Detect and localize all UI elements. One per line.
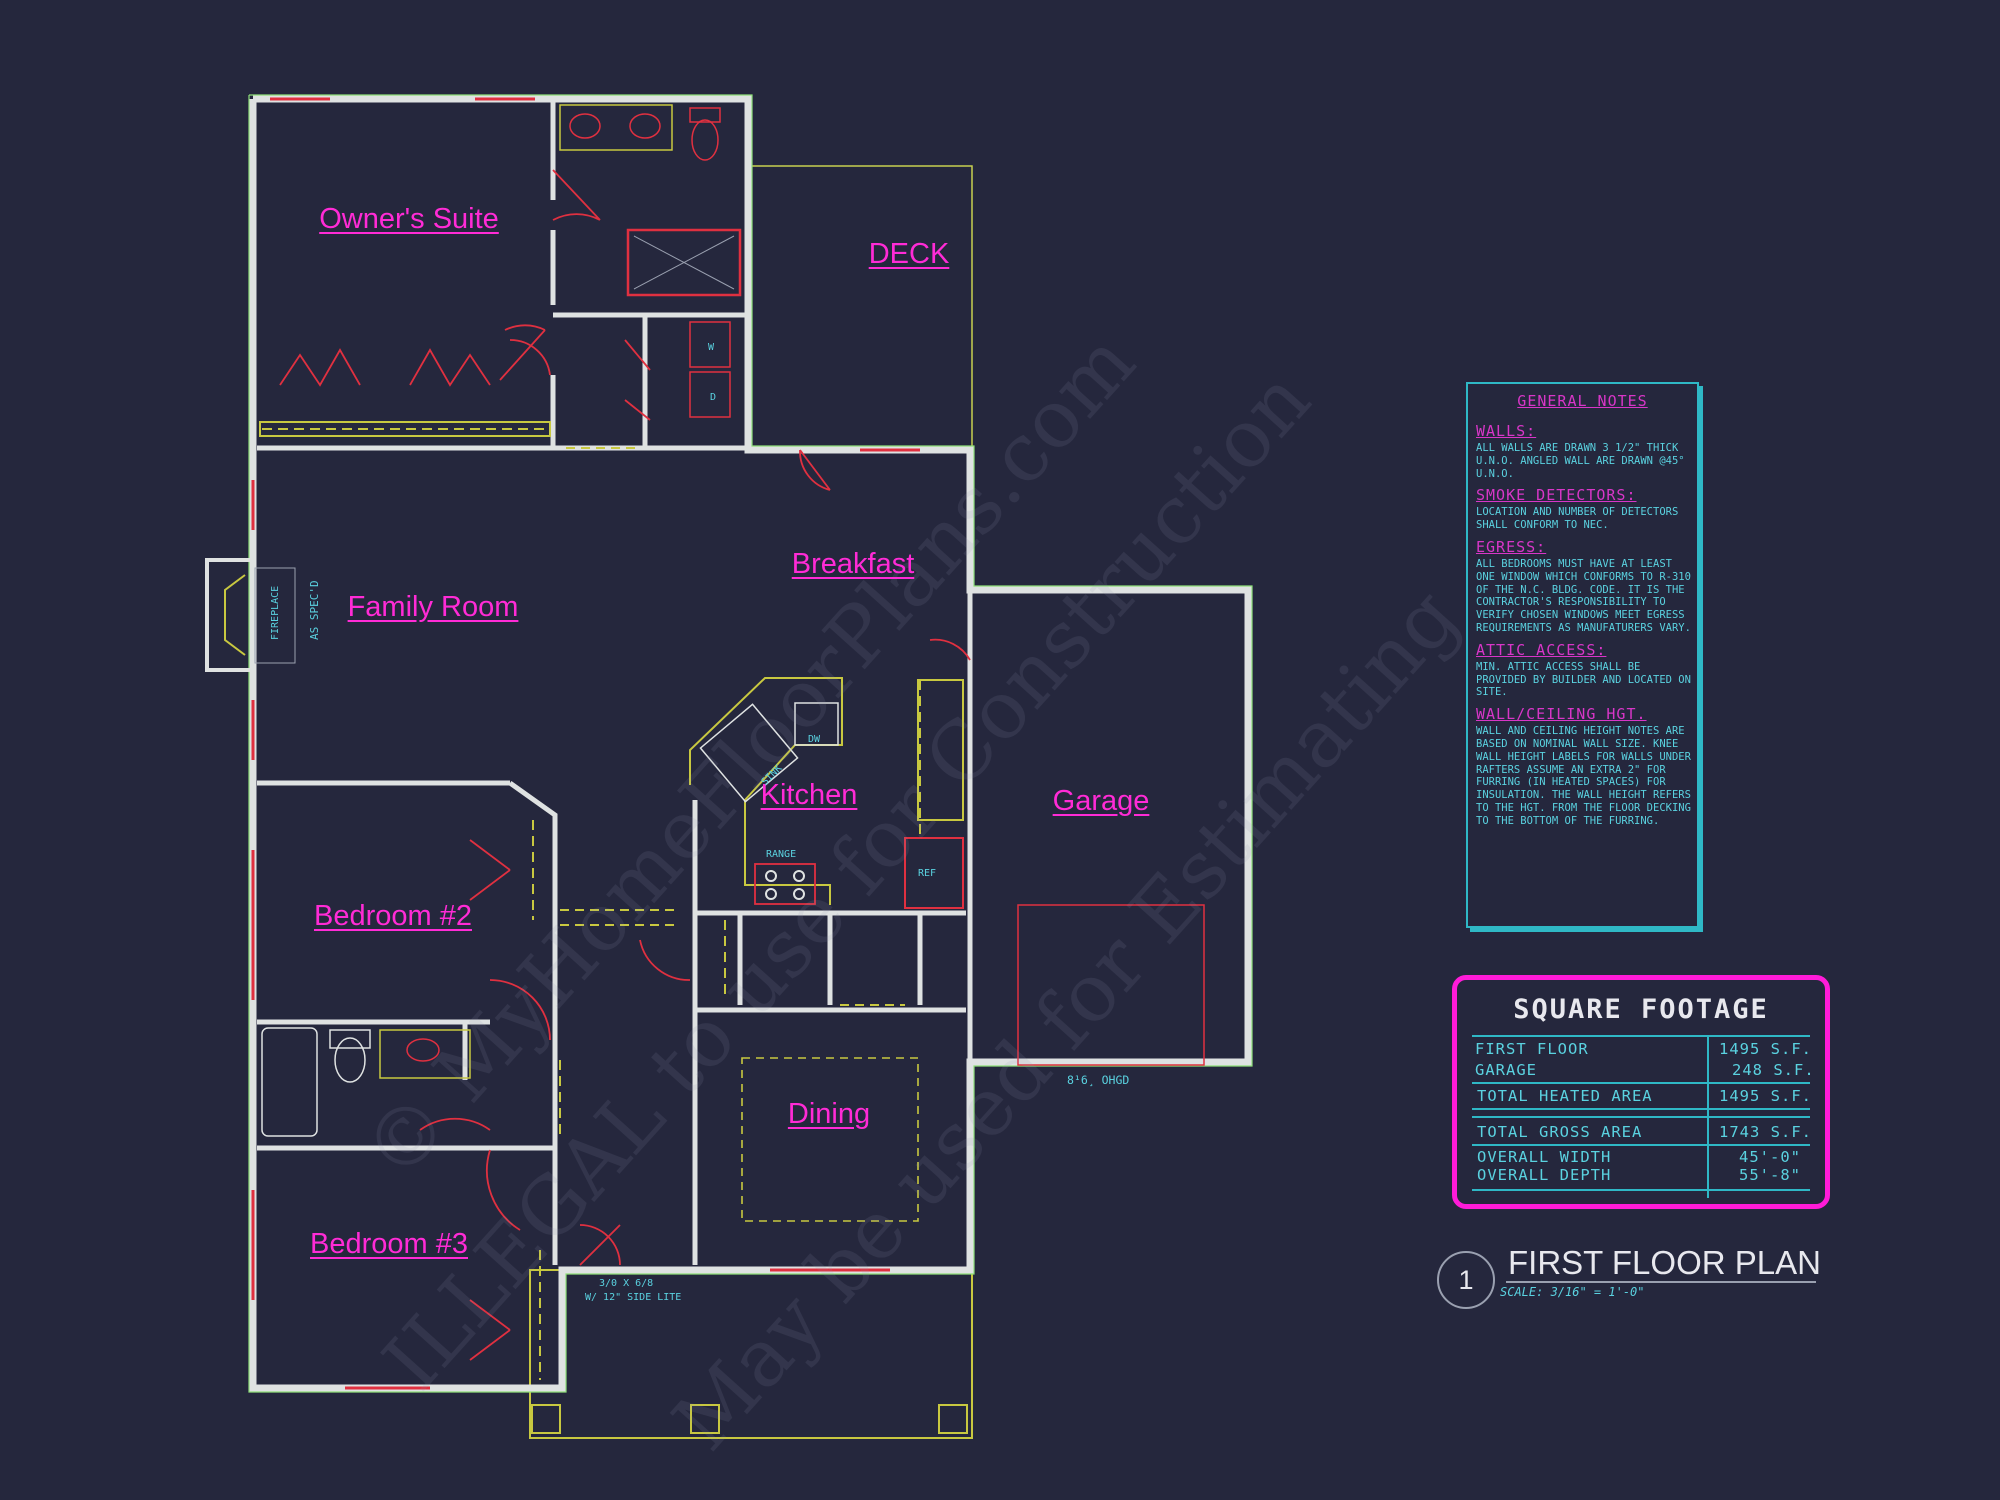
windows [251, 97, 920, 1390]
sqft-rule-2 [1472, 1082, 1810, 1084]
gross-area-value: 1743 S.F. [1719, 1123, 1812, 1141]
garage-value: 248 S.F. [1732, 1061, 1815, 1079]
overall-width-label: OVERALL WIDTH [1477, 1148, 1612, 1166]
first-floor-label: FIRST FLOOR [1475, 1040, 1589, 1058]
notes-attic-heading: ATTIC ACCESS: [1476, 640, 1607, 659]
plan-number-badge: 1 [1437, 1251, 1495, 1309]
notes-smoke-text: LOCATION AND NUMBER OF DETECTORS SHALL C… [1476, 506, 1679, 532]
sqft-rule [1472, 1035, 1810, 1037]
room-label-deck: DECK [868, 238, 950, 270]
overall-width-value: 45'-0" [1739, 1148, 1801, 1166]
room-label-breakfast: Breakfast [791, 548, 915, 580]
overall-depth-value: 55'-8" [1739, 1166, 1801, 1184]
sqft-rule-3 [1472, 1108, 1810, 1110]
range-label: RANGE [766, 849, 797, 860]
overall-depth-label: OVERALL DEPTH [1477, 1166, 1612, 1184]
notes-height-text: WALL AND CEILING HEIGHT NOTES ARE BASED … [1476, 725, 1691, 827]
room-label-bedroom-3: Bedroom #3 [310, 1228, 468, 1260]
notes-walls-heading: WALLS: [1476, 422, 1537, 440]
openings [560, 447, 905, 1006]
sqft-rule-6 [1472, 1189, 1810, 1191]
deck-outline [752, 165, 973, 450]
washer-label: W [708, 342, 715, 353]
front-door-label-2: W/ 12" SIDE LITE [585, 1292, 682, 1303]
refrigerator-label: REF [918, 868, 937, 879]
room-label-kitchen: Kitchen [760, 779, 858, 811]
general-notes-panel: GENERAL NOTES WALLS: ALL WALLS ARE DRAWN… [1466, 382, 1699, 928]
fireplace [205, 558, 296, 672]
plan-title-underline [1506, 1281, 1816, 1283]
sqft-rule-4 [1472, 1116, 1810, 1118]
fireplace-note-2: AS SPEC'D [308, 580, 321, 640]
notes-attic-text: MIN. ATTIC ACCESS SHALL BE PROVIDED BY B… [1476, 660, 1691, 699]
first-floor-value: 1495 S.F. [1719, 1040, 1812, 1058]
garage-label: GARAGE [1475, 1061, 1537, 1079]
room-label-garage: Garage [1052, 785, 1150, 817]
room-label-dining: Dining [787, 1098, 871, 1130]
notes-walls-text: ALL WALLS ARE DRAWN 3 1/2" THICK U.N.O. … [1476, 442, 1685, 480]
square-footage-table: SQUARE FOOTAGE FIRST FLOOR 1495 S.F. GAR… [1452, 975, 1830, 1209]
heated-area-value: 1495 S.F. [1719, 1087, 1812, 1105]
fireplace-note: FIREPLACE [270, 585, 281, 640]
hall-bath-fixtures [261, 1027, 471, 1137]
owners-bath-fixtures [559, 104, 742, 418]
front-door-label: 3/0 X 6/8 [599, 1278, 654, 1289]
heated-area-label: TOTAL HEATED AREA [1477, 1087, 1653, 1105]
gross-area-label: TOTAL GROSS AREA [1477, 1123, 1643, 1141]
room-label-bedroom-2: Bedroom #2 [314, 900, 472, 932]
square-footage-title: SQUARE FOOTAGE [1513, 994, 1769, 1025]
interior-walls [257, 99, 973, 1265]
closet-shelves [259, 421, 921, 1380]
notes-egress-heading: EGRESS: [1476, 537, 1547, 556]
room-label-owners-suite: Owner's Suite [319, 203, 499, 235]
sqft-rule-5 [1472, 1144, 1810, 1146]
exterior-wall-outline [248, 94, 1253, 1393]
plan-scale: SCALE: 3/16" = 1'-0" [1500, 1285, 1645, 1299]
notes-egress-text: ALL BEDROOMS MUST HAVE AT LEAST ONE WIND… [1476, 557, 1691, 634]
kitchen-counters [689, 677, 964, 909]
doors [279, 169, 971, 1361]
dining-table-outline [741, 1057, 919, 1222]
dryer-label: D [710, 392, 717, 403]
notes-height-heading: WALL/CEILING HGT. [1476, 705, 1647, 724]
room-label-family-room: Family Room [347, 591, 519, 623]
garage-door-swing [1017, 904, 1205, 1066]
plan-title: FIRST FLOOR PLAN [1508, 1244, 1821, 1281]
garage-door-label: 8¹6¸ OHGD [1067, 1073, 1130, 1087]
general-notes-title: GENERAL NOTES [1517, 392, 1648, 410]
exterior-walls [249, 95, 1252, 1392]
dishwasher-label: DW [808, 734, 821, 745]
notes-smoke-heading: SMOKE DETECTORS: [1476, 486, 1637, 505]
